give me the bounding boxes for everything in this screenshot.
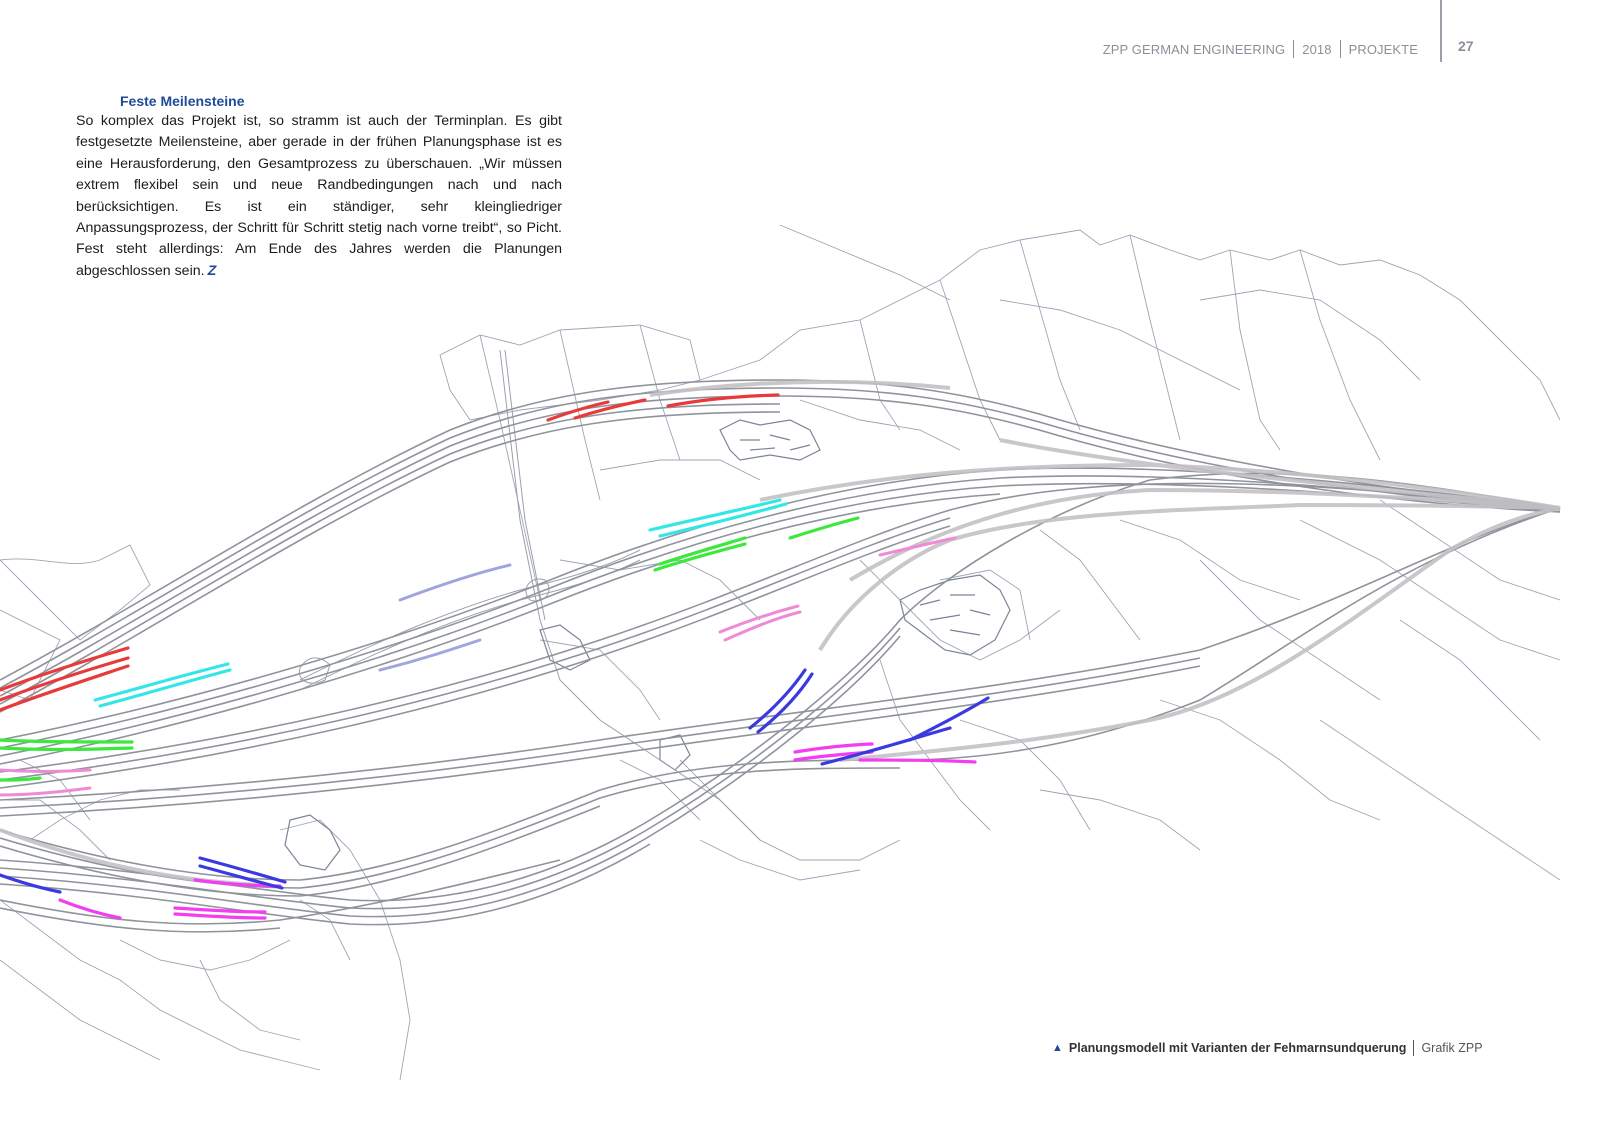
header-divider [1339,40,1341,58]
variant-blue-segments [0,668,990,894]
figure-caption: ▲ Planungsmodell mit Varianten der Fehma… [1052,1040,1483,1056]
variant-cyan-segments [93,498,788,708]
page-number: 27 [1458,38,1474,54]
highway-corridor [298,349,761,841]
publication-name: ZPP GERMAN ENGINEERING [1102,41,1286,57]
section-name: PROJEKTE [1348,41,1418,57]
caption-title: Planungsmodell mit Varianten der Fehmarn… [1068,1041,1407,1055]
body-text: So komplex das Projekt ist, so stramm is… [76,113,562,279]
running-header: ZPP GERMAN ENGINEERING 2018 PROJEKTE [1103,40,1418,58]
caption-credit: Grafik ZPP [1421,1041,1483,1055]
track-alignments-light [0,379,1561,887]
publication-year: 2018 [1302,41,1332,57]
variant-green-segments [0,516,860,782]
variant-red-segments [0,393,780,712]
body-paragraph: So komplex das Projekt ist, so stramm is… [76,111,562,282]
variant-lilac-segments [378,563,512,672]
parcel-boundaries [0,224,1561,1081]
track-alignments [0,379,1561,933]
header-divider [1293,40,1295,58]
article-block: Feste Meilensteine So komplex das Projek… [76,93,562,282]
variant-pink-segments [0,536,957,797]
caption-divider [1413,1040,1415,1056]
section-heading: Feste Meilensteine [120,93,245,109]
end-mark: Z [207,262,217,279]
caption-triangle-icon: ▲ [1052,1042,1063,1054]
header-vertical-rule [1440,0,1442,62]
